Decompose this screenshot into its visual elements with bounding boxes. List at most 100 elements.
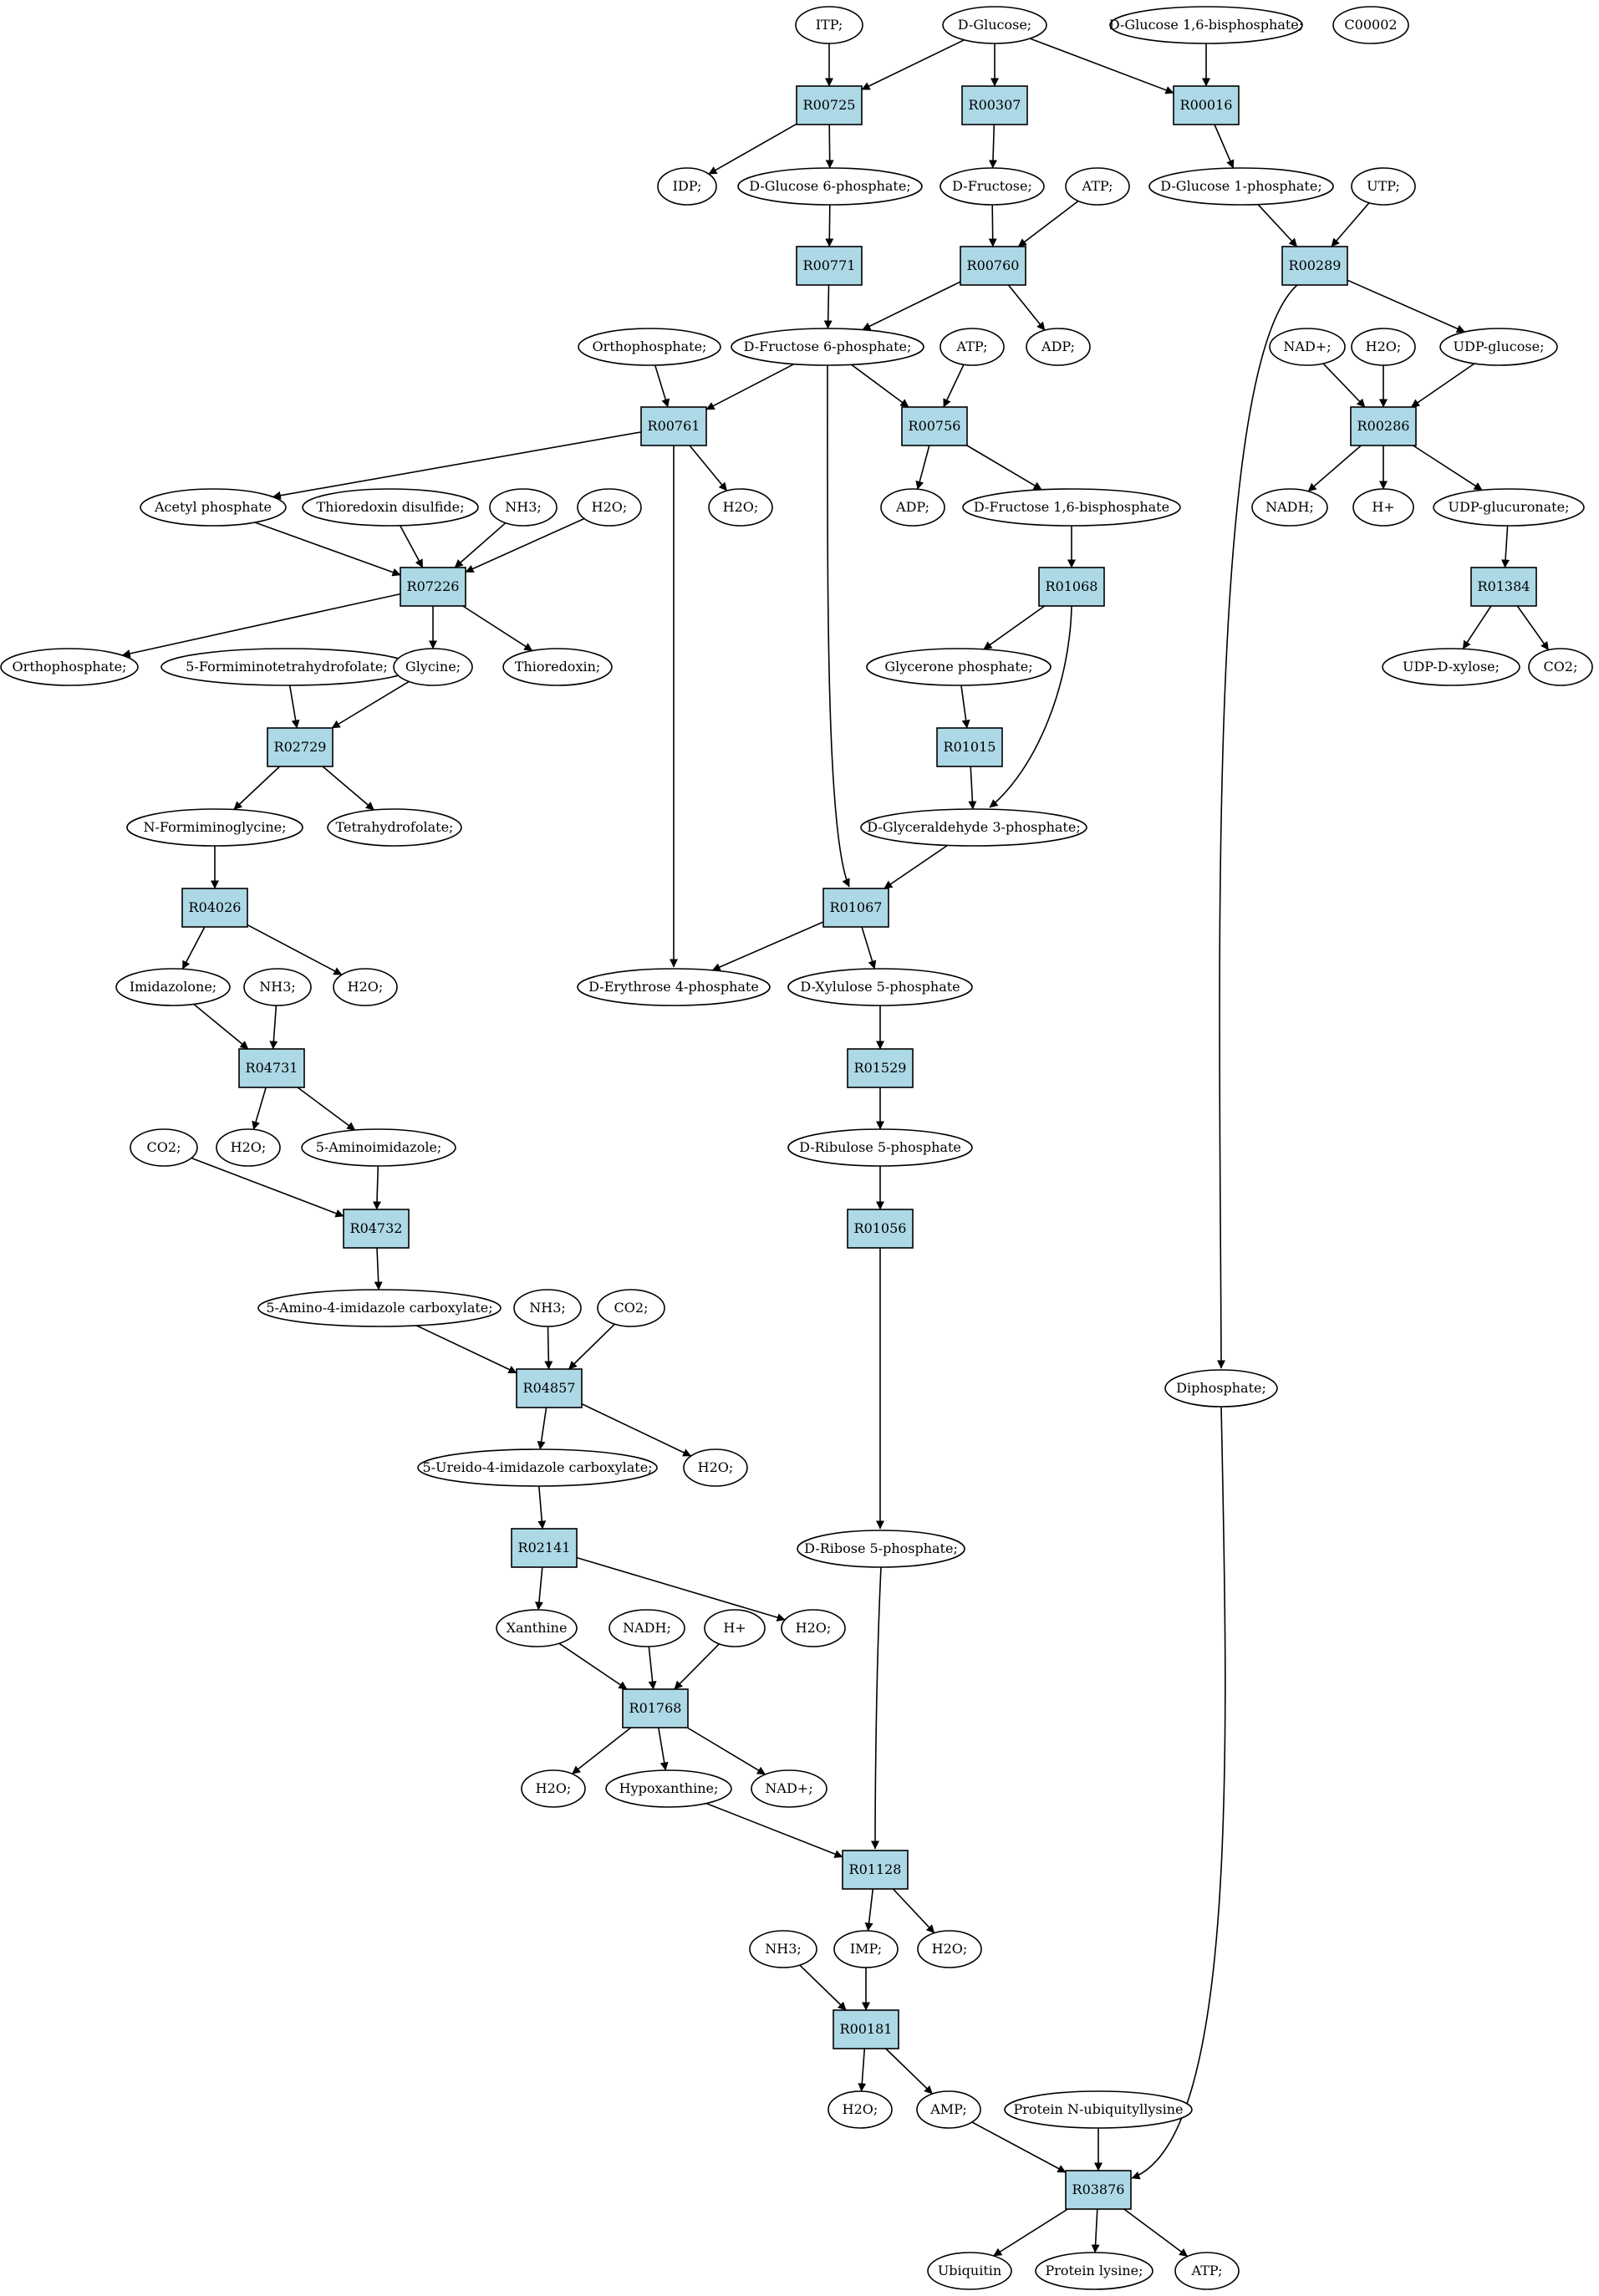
- edge-orthophos1-to-R00761: [654, 364, 670, 408]
- metabolite-node-ru5p[interactable]: D-Ribulose 5-phosphate: [787, 1128, 973, 1167]
- metabolite-node-co2_1[interactable]: CO2;: [1528, 648, 1593, 686]
- metabolite-node-diphosphate[interactable]: Diphosphate;: [1164, 1369, 1278, 1408]
- reaction-node-r01056[interactable]: R01056: [847, 1209, 914, 1249]
- reaction-node-r02729[interactable]: R02729: [267, 727, 334, 767]
- metabolite-node-xu5p[interactable]: D-Xylulose 5-phosphate: [787, 968, 973, 1006]
- reaction-node-r00760[interactable]: R00760: [960, 246, 1026, 286]
- reaction-node-r01015[interactable]: R01015: [936, 727, 1003, 767]
- metabolite-node-co2_3[interactable]: CO2;: [597, 1289, 665, 1327]
- metabolite-node-h2o_8[interactable]: H2O;: [917, 1930, 982, 1968]
- metabolite-node-ubiquitin[interactable]: Ubiquitin: [927, 2252, 1012, 2290]
- metabolite-node-xanthine[interactable]: Xanthine: [496, 1609, 578, 1647]
- metabolite-node-glycerone[interactable]: Glycerone phosphate;: [866, 648, 1052, 686]
- reaction-node-r02141[interactable]: R02141: [511, 1528, 578, 1568]
- metabolite-node-dg1p[interactable]: D-Glucose 1-phosphate;: [1148, 167, 1334, 206]
- metabolite-node-orthophos2[interactable]: Orthophosphate;: [0, 648, 139, 686]
- metabolite-node-atp3[interactable]: ATP;: [1174, 2252, 1240, 2290]
- reaction-node-r01768[interactable]: R01768: [622, 1688, 689, 1728]
- metabolite-node-udpxylose[interactable]: UDP-D-xylose;: [1382, 648, 1520, 686]
- metabolite-node-orthophos1[interactable]: Orthophosphate;: [578, 328, 721, 366]
- metabolite-node-nformgly[interactable]: N-Formiminoglycine;: [126, 808, 303, 847]
- metabolite-node-adp2[interactable]: ADP;: [880, 488, 945, 527]
- metabolite-shape: [940, 328, 1005, 366]
- metabolite-node-e4p[interactable]: D-Erythrose 4-phosphate: [577, 968, 771, 1006]
- metabolite-node-nh3_1[interactable]: NH3;: [489, 488, 558, 527]
- reaction-node-r01128[interactable]: R01128: [842, 1850, 909, 1890]
- metabolite-node-atp1[interactable]: ATP;: [1065, 167, 1130, 206]
- metabolite-node-df6p[interactable]: D-Fructose 6-phosphate;: [731, 328, 924, 366]
- metabolite-node-atp2[interactable]: ATP;: [940, 328, 1005, 366]
- reaction-node-r00725[interactable]: R00725: [796, 85, 863, 125]
- metabolite-node-aminoimid[interactable]: 5-Aminoimidazole;: [301, 1128, 456, 1167]
- metabolite-node-amp[interactable]: AMP;: [916, 2090, 981, 2129]
- metabolite-node-hplus1[interactable]: H+: [1352, 488, 1414, 527]
- reaction-node-r04026[interactable]: R04026: [181, 888, 248, 928]
- metabolite-node-nadh2[interactable]: NADH;: [609, 1609, 685, 1647]
- metabolite-node-c00002[interactable]: C00002: [1332, 6, 1409, 44]
- reaction-node-r07226[interactable]: R07226: [400, 567, 466, 607]
- reaction-node-r00286[interactable]: R00286: [1350, 406, 1417, 446]
- metabolite-node-imp[interactable]: IMP;: [833, 1930, 899, 1968]
- metabolite-node-co2_2[interactable]: CO2;: [130, 1128, 198, 1167]
- reaction-node-r04731[interactable]: R04731: [238, 1048, 305, 1088]
- metabolite-node-protnub[interactable]: Protein N-ubiquityllysine: [1004, 2090, 1193, 2129]
- metabolite-node-udpglucuronate[interactable]: UDP-glucuronate;: [1433, 488, 1585, 527]
- reaction-node-r01529[interactable]: R01529: [847, 1048, 914, 1088]
- metabolite-node-dg16bp[interactable]: D-Glucose 1,6-bisphosphate;: [1109, 6, 1303, 44]
- reaction-node-r00289[interactable]: R00289: [1281, 246, 1348, 286]
- metabolite-node-nh3_2[interactable]: NH3;: [243, 968, 312, 1006]
- metabolite-node-acetylp[interactable]: Acetyl phosphate: [140, 488, 287, 527]
- metabolite-node-thf[interactable]: Tetrahydrofolate;: [327, 808, 462, 847]
- metabolite-node-thioredoxin[interactable]: Thioredoxin;: [502, 648, 613, 686]
- reaction-node-r00771[interactable]: R00771: [796, 246, 863, 286]
- metabolite-label: D-Glucose 6-phosphate;: [749, 178, 910, 194]
- metabolite-node-itp[interactable]: ITP;: [795, 6, 863, 44]
- metabolite-node-aica[interactable]: 5-Amino-4-imidazole carboxylate;: [257, 1289, 502, 1327]
- reaction-node-r00756[interactable]: R00756: [901, 406, 968, 446]
- metabolite-node-h2o_4[interactable]: H2O;: [216, 1128, 281, 1167]
- metabolite-node-h2o_5[interactable]: H2O;: [683, 1448, 748, 1487]
- metabolite-node-h2o_3[interactable]: H2O;: [333, 968, 398, 1006]
- metabolite-node-df16bp[interactable]: D-Fructose 1,6-bisphosphate: [962, 488, 1181, 527]
- metabolite-label: D-Glucose;: [958, 17, 1031, 33]
- metabolite-node-utp[interactable]: UTP;: [1351, 167, 1416, 206]
- reaction-node-r04857[interactable]: R04857: [516, 1368, 583, 1408]
- reaction-node-r00307[interactable]: R00307: [961, 85, 1028, 125]
- metabolite-node-dg6p[interactable]: D-Glucose 6-phosphate;: [737, 167, 923, 206]
- metabolite-node-fthf[interactable]: 5-Formiminotetrahydrofolate;: [160, 648, 413, 686]
- reaction-node-r00181[interactable]: R00181: [833, 2009, 899, 2049]
- metabolite-node-glycine[interactable]: Glycine;: [393, 648, 473, 686]
- metabolite-node-idp[interactable]: IDP;: [657, 167, 717, 206]
- reaction-node-r01384[interactable]: R01384: [1470, 567, 1537, 607]
- metabolite-node-hypox[interactable]: Hypoxanthine;: [605, 1769, 732, 1808]
- metabolite-node-h2o_1[interactable]: H2O;: [577, 488, 642, 527]
- metabolite-node-dglucose[interactable]: D-Glucose;: [942, 6, 1047, 44]
- metabolite-node-hplus2[interactable]: H+: [704, 1609, 766, 1647]
- metabolite-node-nh3_4[interactable]: NH3;: [749, 1930, 817, 1968]
- reaction-node-r01067[interactable]: R01067: [822, 888, 889, 928]
- reaction-node-r00016[interactable]: R00016: [1173, 85, 1240, 125]
- metabolite-shape: [1332, 6, 1409, 44]
- metabolite-node-h2o_r286[interactable]: H2O;: [1351, 328, 1416, 366]
- metabolite-node-udpglucose[interactable]: UDP-glucose;: [1439, 328, 1558, 366]
- metabolite-node-protlys[interactable]: Protein lysine;: [1035, 2252, 1153, 2290]
- metabolite-node-imidazolone[interactable]: Imidazolone;: [115, 968, 231, 1006]
- metabolite-node-g3p[interactable]: D-Glyceraldehyde 3-phosphate;: [860, 808, 1087, 847]
- reaction-node-r04732[interactable]: R04732: [343, 1209, 410, 1249]
- metabolite-node-h2o_6[interactable]: H2O;: [781, 1609, 846, 1647]
- reaction-node-r00761[interactable]: R00761: [640, 406, 707, 446]
- metabolite-node-h2o_7[interactable]: H2O;: [521, 1769, 586, 1808]
- metabolite-node-adp1[interactable]: ADP;: [1026, 328, 1091, 366]
- metabolite-node-h2o_9[interactable]: H2O;: [828, 2090, 893, 2129]
- reaction-node-r01068[interactable]: R01068: [1038, 567, 1105, 607]
- metabolite-node-ureido[interactable]: 5-Ureido-4-imidazole carboxylate;: [417, 1448, 658, 1487]
- metabolite-node-h2o_2[interactable]: H2O;: [708, 488, 773, 527]
- metabolite-node-r5p[interactable]: D-Ribose 5-phosphate;: [797, 1530, 965, 1568]
- metabolite-node-nh3_3[interactable]: NH3;: [513, 1289, 582, 1327]
- metabolite-node-thiodisulf[interactable]: Thioredoxin disulfide;: [302, 488, 479, 527]
- metabolite-node-nadp2[interactable]: NAD+;: [751, 1769, 828, 1808]
- metabolite-node-dfructose[interactable]: D-Fructose;: [940, 167, 1045, 206]
- metabolite-node-nadh1[interactable]: NADH;: [1251, 488, 1328, 527]
- reaction-node-r03876[interactable]: R03876: [1065, 2170, 1132, 2210]
- metabolite-node-nadp1[interactable]: NAD+;: [1269, 328, 1346, 366]
